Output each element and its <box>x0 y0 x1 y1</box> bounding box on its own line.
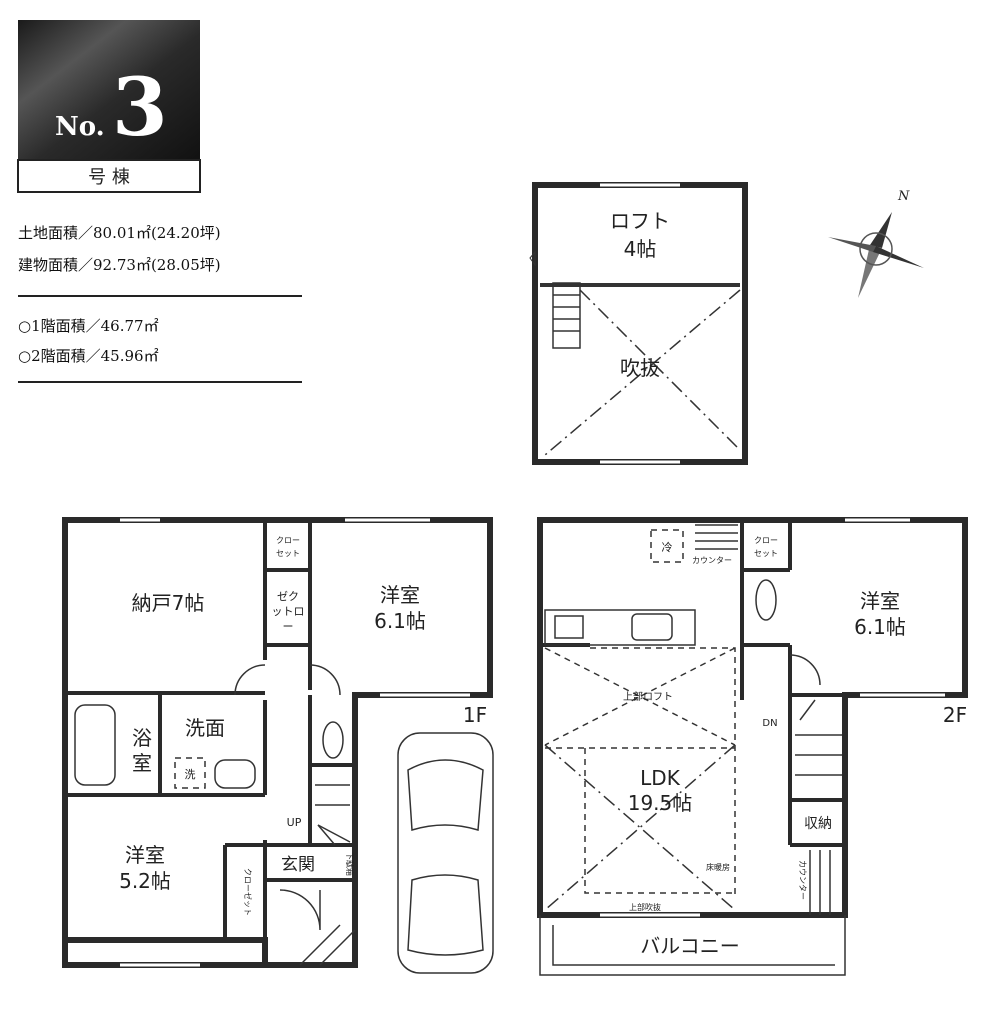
fridge-label: 冷 <box>662 541 673 554</box>
loft-void-label: 吹抜 <box>620 356 660 380</box>
walk-in-closet-label: ットロ <box>272 605 305 618</box>
closet-label: クロー <box>276 536 300 545</box>
loft-room-size: 4帖 <box>624 237 657 261</box>
western-room-name: 洋室 <box>860 589 900 613</box>
balcony-label: バルコニー <box>640 934 740 958</box>
closet-side-label: クローゼット <box>243 868 253 916</box>
loft-above-label: 上部ロフト <box>623 690 673 703</box>
bathroom-label: 室 <box>132 751 152 775</box>
closet-label: セット <box>754 549 778 558</box>
stairs-up-label: UP <box>287 816 302 829</box>
storage-room-label: 納戸7帖 <box>132 591 205 615</box>
bathroom-label: 浴 <box>132 726 152 750</box>
floor1-area: ○1階面積／46.77㎡ <box>18 317 159 335</box>
void-above-label: 上部吹抜 <box>629 902 661 912</box>
counter-side-label: カウンター <box>798 860 807 900</box>
floor1-plan: 納戸7帖 クロー セット ゼク ットロ ー 洋室 6.1帖 浴 室 洗面 洗 洋… <box>62 517 494 974</box>
building-area: 建物面積／92.73㎡(28.05坪) <box>18 256 221 274</box>
walk-in-closet-label: ー <box>283 620 294 633</box>
western-room1-name: 洋室 <box>380 583 420 607</box>
western-room1-size: 6.1帖 <box>374 609 426 633</box>
stairs-down-label: DN <box>762 718 777 729</box>
loft-plan: ロフト 4帖 吹抜 <box>529 182 748 465</box>
floor2-area: ○2階面積／45.96㎡ <box>18 347 159 365</box>
floor2-plan: 冷 カウンター クロー セット 洋室 6.1帖 上部ロフト LDK 19.5帖 … <box>537 517 968 976</box>
western-room2-name: 洋室 <box>125 843 165 867</box>
compass-icon: N <box>828 189 924 298</box>
entrance-label: 玄関 <box>281 855 315 875</box>
washroom-label: 洗面 <box>185 716 225 740</box>
western-room-size: 6.1帖 <box>854 615 906 639</box>
shoe-box-label: 下駄箱 <box>345 852 355 876</box>
loft-room-label: ロフト <box>610 209 670 233</box>
badge-number: 3 <box>112 60 168 154</box>
badge-prefix: No. <box>55 112 105 142</box>
floor2-label: 2F <box>943 703 967 727</box>
ldk-label: LDK <box>640 766 681 790</box>
car-icon <box>397 732 494 974</box>
washer-label: 洗 <box>185 768 196 781</box>
walk-in-closet-label: ゼク <box>277 590 299 603</box>
badge-suffix: 号 棟 <box>88 167 130 188</box>
floor1-label: 1F <box>463 703 487 727</box>
floor-heating-label: 床暖房 <box>706 862 730 872</box>
western-room2-size: 5.2帖 <box>119 869 171 893</box>
storage-label: 収納 <box>804 816 832 832</box>
land-area: 土地面積／80.01㎡(24.20坪) <box>18 224 221 242</box>
counter-label: カウンター <box>692 556 732 565</box>
compass-north: N <box>897 189 910 204</box>
building-number-badge: No. 3 号 棟 <box>17 20 201 193</box>
ldk-size: 19.5帖 <box>628 791 693 815</box>
closet-label: クロー <box>754 536 778 545</box>
closet-label: セット <box>276 549 300 558</box>
